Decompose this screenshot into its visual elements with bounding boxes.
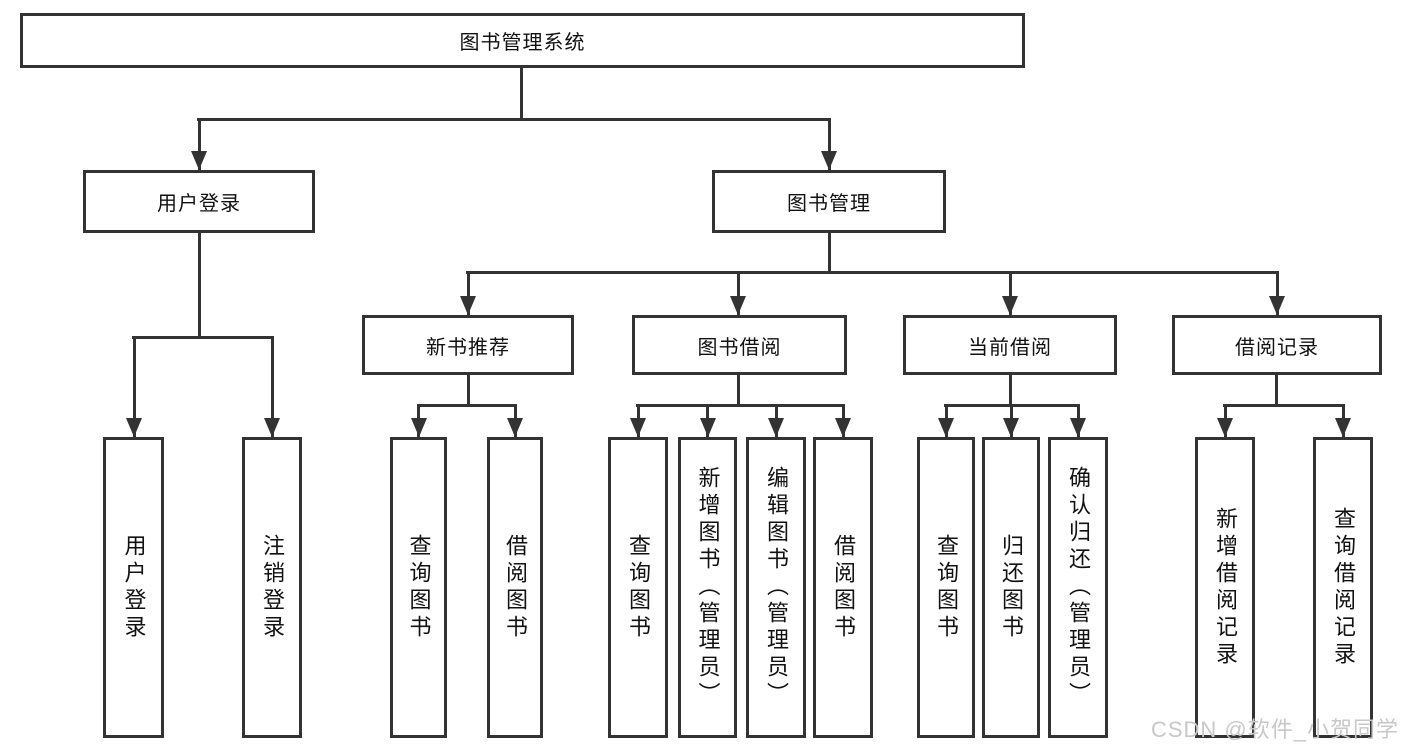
watermark: CSDN @软件_小贺同学 [1150, 717, 1399, 742]
node-root-label: 图书管理系统 [459, 32, 586, 54]
connector-arrow-confirm-return [1070, 404, 1086, 437]
leaf-borrow-books-recommend-label: 借阅图书 [503, 533, 528, 642]
connector-arrow-leaf-logout [264, 336, 280, 437]
node-book-management: 图书管理 [712, 170, 946, 233]
connector-arrow-add-borrow-record [1217, 404, 1233, 437]
leaf-add-books-admin-label: 新增图书（管理员） [695, 466, 721, 709]
leaf-edit-books-admin: 编辑图书（管理员） [746, 437, 806, 738]
leaf-query-borrow-record: 查询借阅记录 [1313, 437, 1373, 738]
connector-current-stem [1008, 373, 1012, 406]
leaf-query-books-current: 查询图书 [917, 437, 975, 738]
connector-root-bar [197, 118, 831, 121]
connector-arrow-borrow-books-borrowing [835, 404, 851, 437]
leaf-borrow-books-recommend: 借阅图书 [487, 437, 543, 738]
connector-arrow-query-borrow-record [1335, 404, 1351, 437]
connector-arrow-user-login [191, 118, 207, 170]
connector-arrow-add-books-admin [699, 404, 716, 437]
connector-arrow-edit-books-admin [768, 404, 784, 437]
leaf-logout: 注销登录 [242, 437, 302, 738]
connector-arrow-current-borrowing [1002, 271, 1018, 315]
leaf-borrow-books-borrowing: 借阅图书 [813, 437, 873, 738]
leaf-query-books-recommend-label: 查询图书 [406, 533, 432, 642]
connector-arrow-book-management [821, 118, 837, 170]
leaf-return-books-label: 归还图书 [999, 533, 1024, 642]
connector-arrow-query-books-borrowing [630, 404, 646, 437]
connector-borrowing-bar [636, 404, 844, 407]
node-book-borrowing-label: 图书借阅 [697, 336, 782, 359]
leaf-borrow-books-borrowing-label: 借阅图书 [831, 533, 856, 642]
leaf-query-books-borrowing: 查询图书 [608, 437, 668, 738]
connector-book-management-bar [466, 271, 1278, 274]
node-book-borrowing: 图书借阅 [632, 315, 847, 375]
leaf-confirm-return-admin-label: 确认归还（管理员） [1066, 466, 1091, 709]
node-user-login: 用户登录 [83, 170, 315, 233]
connector-arrow-borrow-books-recommend [507, 404, 523, 437]
leaf-query-books-borrowing-label: 查询图书 [626, 533, 651, 642]
leaf-query-books-current-label: 查询图书 [934, 533, 959, 642]
connector-arrow-return-books [1003, 404, 1019, 437]
leaf-edit-books-admin-label: 编辑图书（管理员） [764, 466, 789, 709]
connector-new-book-stem [466, 373, 470, 406]
leaf-query-books-recommend: 查询图书 [390, 437, 447, 738]
leaf-add-borrow-record: 新增借阅记录 [1195, 437, 1255, 738]
connector-arrow-new-book-recommend [460, 271, 476, 315]
leaf-logout-label: 注销登录 [260, 533, 285, 642]
leaf-user-login-label: 用户登录 [121, 533, 147, 642]
node-borrow-records-label: 借阅记录 [1235, 336, 1319, 359]
leaf-return-books: 归还图书 [982, 437, 1040, 738]
leaf-user-login: 用户登录 [103, 437, 164, 738]
leaf-add-borrow-record-label: 新增借阅记录 [1213, 506, 1238, 669]
leaf-confirm-return-admin: 确认归还（管理员） [1048, 437, 1108, 738]
connector-records-bar [1223, 404, 1345, 407]
node-current-borrowing-label: 当前借阅 [968, 336, 1052, 359]
connector-borrowing-stem [736, 373, 740, 406]
node-new-book-recommend: 新书推荐 [362, 315, 574, 375]
connector-arrow-query-books-current [938, 404, 954, 437]
node-book-management-label: 图书管理 [787, 193, 871, 215]
connector-user-login-stem [197, 231, 201, 338]
connector-root-stem [520, 66, 523, 120]
node-borrow-records: 借阅记录 [1172, 315, 1382, 375]
node-new-book-recommend-label: 新书推荐 [426, 336, 510, 359]
leaf-add-books-admin: 新增图书（管理员） [678, 437, 737, 738]
node-user-login-label: 用户登录 [157, 193, 241, 215]
connector-book-management-stem [827, 231, 831, 273]
connector-arrow-book-borrowing [730, 271, 746, 315]
connector-arrow-borrow-records [1269, 271, 1285, 315]
node-root: 图书管理系统 [20, 13, 1025, 68]
connector-arrow-query-books-recommend [410, 404, 427, 437]
leaf-query-borrow-record-label: 查询借阅记录 [1331, 506, 1356, 669]
connector-arrow-leaf-user-login [126, 336, 142, 437]
connector-user-login-bar [132, 336, 273, 339]
connector-new-book-bar [417, 404, 517, 407]
connector-records-stem [1274, 373, 1278, 406]
node-current-borrowing: 当前借阅 [903, 315, 1117, 375]
